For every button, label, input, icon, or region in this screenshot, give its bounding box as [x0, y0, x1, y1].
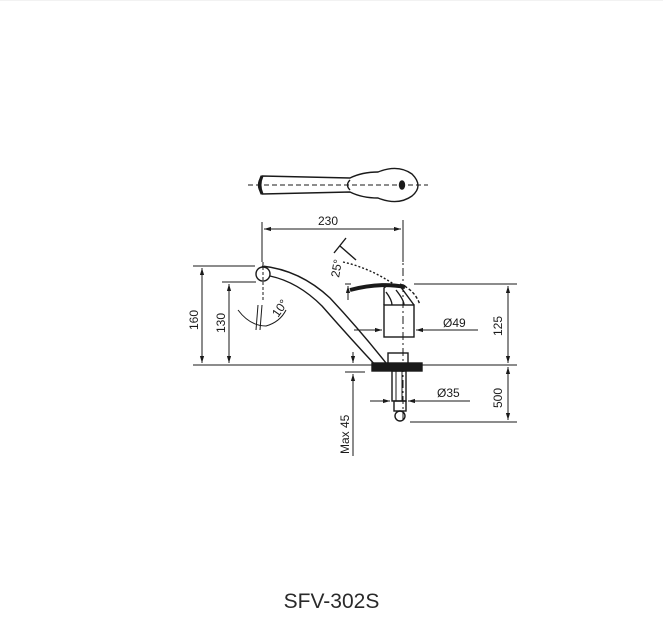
dim-shank-diameter: Ø35: [437, 386, 460, 400]
dim-spout-height: 130: [214, 313, 228, 333]
dim-total-height: 160: [187, 310, 201, 330]
dimension-lines: [193, 222, 517, 456]
dim-spout-reach: 230: [318, 214, 338, 228]
dim-handle-angle: 25°: [328, 258, 345, 278]
side-view: [255, 220, 423, 422]
top-view: [248, 167, 428, 203]
model-name: SFV-302S: [283, 590, 380, 613]
dim-max-counter: Max 45: [338, 414, 352, 454]
dim-body-height: 125: [491, 316, 505, 336]
dim-aerator-angle: 10°: [269, 297, 291, 320]
dim-body-diameter: Ø49: [443, 316, 466, 330]
dim-hose-length: 500: [491, 388, 505, 408]
